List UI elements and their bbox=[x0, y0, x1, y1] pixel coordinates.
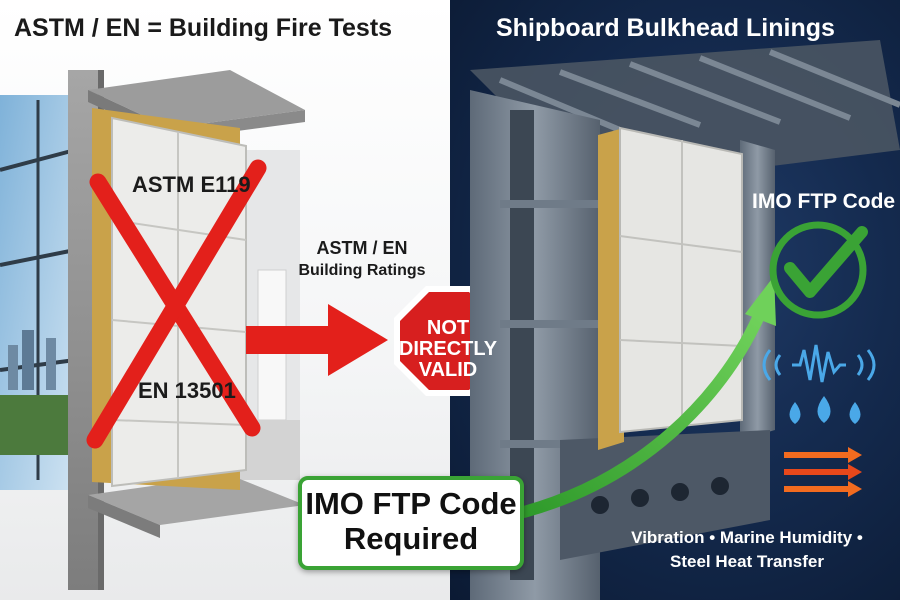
callout-line: Required bbox=[343, 520, 479, 556]
vibration-wave-icon bbox=[762, 344, 876, 383]
arrow-caption-line2: Building Ratings bbox=[298, 262, 426, 280]
stop-sign-line: NOT bbox=[426, 317, 470, 339]
ship-floor-girder bbox=[560, 430, 770, 560]
check-icon bbox=[769, 221, 868, 319]
ship-lining-panel bbox=[619, 126, 743, 434]
stop-sign-line: VALID bbox=[418, 359, 478, 381]
left-heading: ASTM / EN = Building Fire Tests bbox=[14, 14, 393, 42]
imo-ftp-code-label: IMO FTP Code bbox=[752, 190, 896, 213]
curved-arrow-icon bbox=[518, 276, 776, 518]
stop-sign-text: NOT DIRECTLY VALID bbox=[388, 318, 508, 381]
right-heading: Shipboard Bulkhead Linings bbox=[496, 14, 835, 42]
glass-facade bbox=[0, 95, 76, 490]
ship-factors-note: Vibration • Marine Humidity • Steel Heat… bbox=[612, 526, 882, 574]
ship-factors-line2: Steel Heat Transfer bbox=[669, 551, 824, 571]
panel-label-astm-e119: ASTM E119 bbox=[132, 172, 251, 197]
stop-sign-line: DIRECTLY bbox=[398, 338, 498, 360]
water-drop-icon bbox=[789, 396, 861, 424]
red-x-icon bbox=[86, 159, 267, 449]
arrow-right-icon bbox=[246, 304, 388, 376]
callout-line: IMO FTP Code bbox=[305, 486, 517, 521]
arrow-caption-line1: ASTM / EN bbox=[316, 238, 408, 258]
heat-flow-arrows-icon bbox=[784, 447, 862, 497]
floor-slab bbox=[88, 475, 305, 538]
panel-label-en-13501: EN 13501 bbox=[138, 378, 236, 403]
arrow-caption: ASTM / EN Building Ratings bbox=[292, 236, 432, 282]
ship-insulation-layer bbox=[598, 128, 624, 450]
imo-required-callout: IMO FTP Code Required bbox=[298, 476, 524, 570]
ship-factors-line1: Vibration • Marine Humidity • bbox=[631, 528, 863, 547]
